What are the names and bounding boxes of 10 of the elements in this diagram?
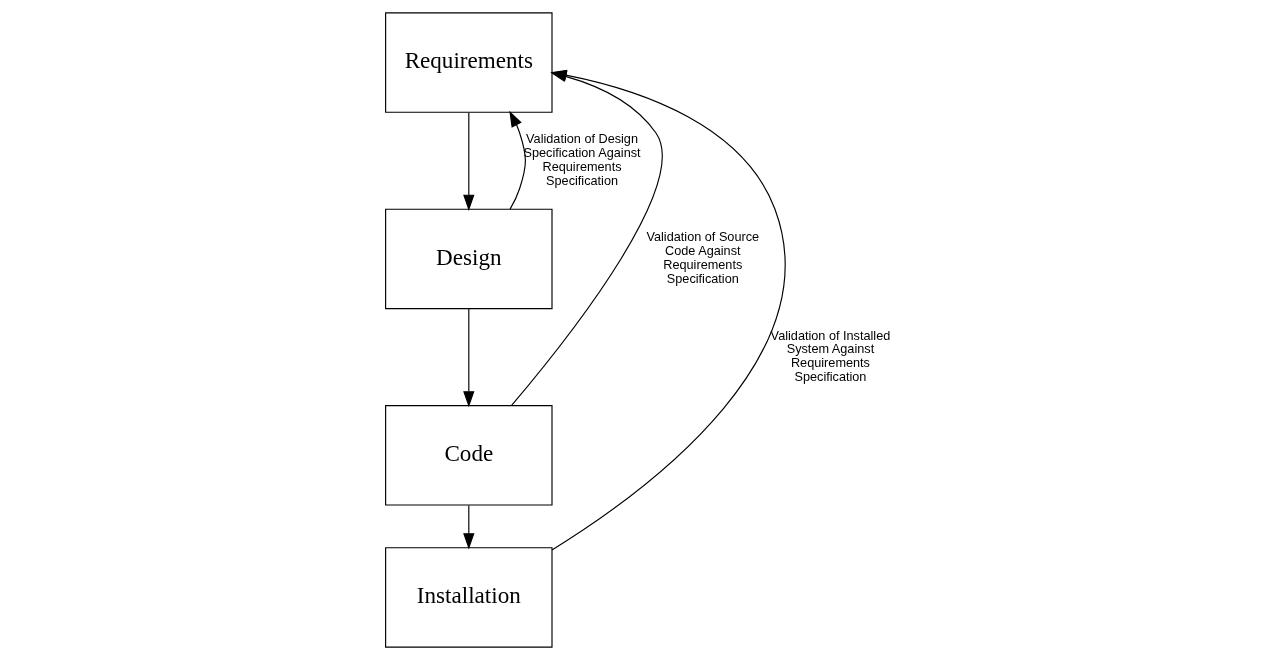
node-box: Requirements bbox=[384, 12, 553, 113]
arrow bbox=[508, 110, 526, 210]
arrow bbox=[462, 504, 474, 550]
edge-label: Validation of Installed System Against Requirements Specification bbox=[770, 328, 890, 385]
node-box: Design bbox=[384, 208, 553, 310]
node-box: Installation bbox=[384, 547, 553, 648]
edge-label: Validation of Source Code Against Requirements Specification bbox=[645, 230, 759, 286]
node-box: Code bbox=[384, 405, 553, 506]
arrow bbox=[462, 308, 474, 408]
arrow bbox=[462, 112, 474, 211]
